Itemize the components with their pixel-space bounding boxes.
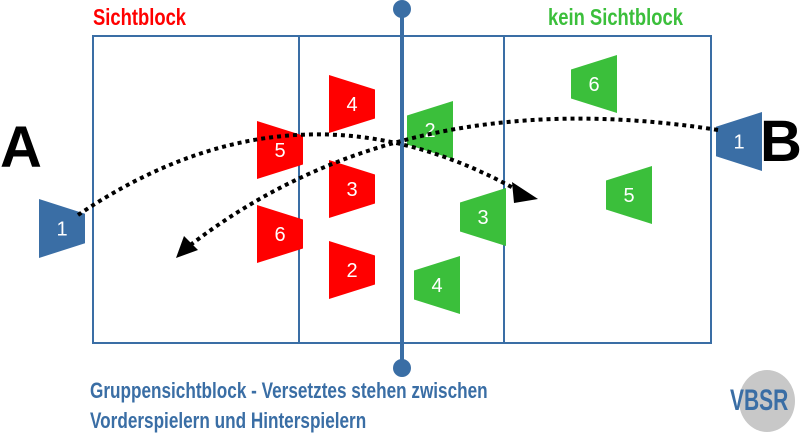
- player-marker: [571, 55, 617, 113]
- green-player-3: 3: [460, 188, 506, 246]
- player-number: 6: [274, 224, 285, 246]
- player-marker: [606, 166, 652, 224]
- logo-text: VBSR: [730, 384, 789, 417]
- team-b-label: B: [760, 109, 800, 174]
- green-player-2: 2: [407, 101, 453, 159]
- caption-line-1: Gruppensichtblock - Versetztes stehen zw…: [90, 378, 488, 403]
- caption-line-2: Vorderspielern und Hinterspielern: [90, 408, 367, 433]
- player-number: 4: [431, 275, 442, 297]
- net-post-bottom: [393, 359, 411, 377]
- server-b: 1: [716, 112, 762, 171]
- net-post-top: [393, 0, 411, 18]
- red-player-6: 6: [257, 205, 303, 263]
- player-marker: [257, 205, 303, 263]
- serve-arrowhead-b: [176, 236, 198, 258]
- server-a: 1: [39, 199, 85, 258]
- player-marker: [407, 101, 453, 159]
- vbsr-logo: VBSR: [730, 370, 800, 432]
- player-number: 2: [346, 260, 357, 282]
- green-player-4: 4: [414, 256, 460, 314]
- player-marker: [329, 241, 375, 299]
- green-player-6: 6: [571, 55, 617, 113]
- player-marker: [329, 160, 375, 218]
- player-marker: [39, 199, 85, 258]
- player-number: 5: [274, 140, 285, 162]
- red-player-5: 5: [257, 121, 303, 179]
- team-a-label: A: [0, 115, 42, 180]
- player-marker: [329, 75, 375, 133]
- player-number: 1: [56, 219, 67, 241]
- green-player-5: 5: [606, 166, 652, 224]
- title-sichtblock: Sichtblock: [93, 4, 187, 30]
- caption: Gruppensichtblock - Versetztes stehen zw…: [90, 376, 488, 436]
- serve-arrowhead-a: [512, 182, 538, 203]
- title-kein-sichtblock: kein Sichtblock: [548, 4, 683, 30]
- player-number: 3: [477, 207, 488, 229]
- player-number: 6: [588, 74, 599, 96]
- player-marker: [460, 188, 506, 246]
- player-number: 1: [733, 132, 744, 154]
- player-number: 4: [346, 94, 357, 116]
- volleyball-icon: [739, 370, 795, 432]
- player-number: 5: [623, 185, 634, 207]
- player-marker: [716, 112, 762, 171]
- player-number: 2: [424, 120, 435, 142]
- player-number: 3: [346, 179, 357, 201]
- player-marker: [414, 256, 460, 314]
- red-player-4: 4: [329, 75, 375, 133]
- red-player-2: 2: [329, 241, 375, 299]
- red-player-3: 3: [329, 160, 375, 218]
- player-marker: [257, 121, 303, 179]
